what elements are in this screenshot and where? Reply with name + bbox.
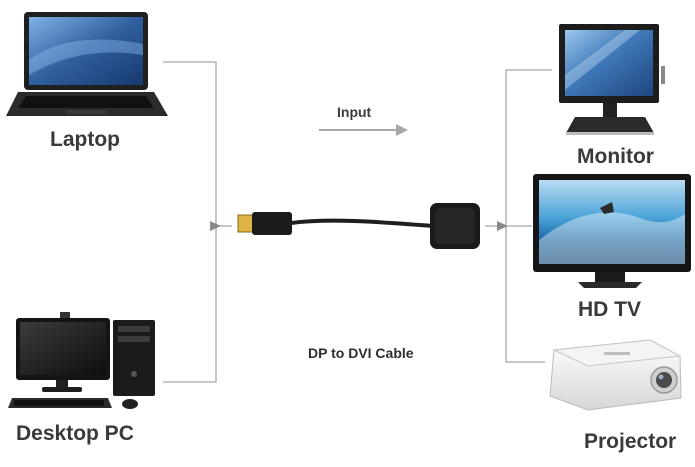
laptop-connector-line <box>163 61 217 383</box>
hdtv-label: HD TV <box>578 298 641 321</box>
output-branch-line <box>505 69 552 363</box>
source-arrow-icon <box>210 221 221 231</box>
projector-label: Projector <box>584 430 677 453</box>
input-arrow-icon <box>319 124 408 136</box>
connection-lines <box>163 61 552 383</box>
desktop-pc-icon <box>8 312 155 409</box>
cable <box>237 203 480 249</box>
hub-arrow-icon <box>497 221 508 231</box>
cable-label: DP to DVI Cable <box>308 345 414 361</box>
displayport-plug-icon <box>237 214 255 233</box>
input-direction-label: Input <box>337 104 372 120</box>
monitor-label: Monitor <box>577 145 654 168</box>
tv-icon <box>533 174 691 288</box>
laptop-icon <box>6 12 168 116</box>
dvi-adapter-icon <box>430 203 480 249</box>
monitor-icon <box>559 24 665 135</box>
desktop-pc-label: Desktop PC <box>16 422 134 445</box>
laptop-label: Laptop <box>50 128 120 151</box>
projector-icon <box>549 339 682 411</box>
